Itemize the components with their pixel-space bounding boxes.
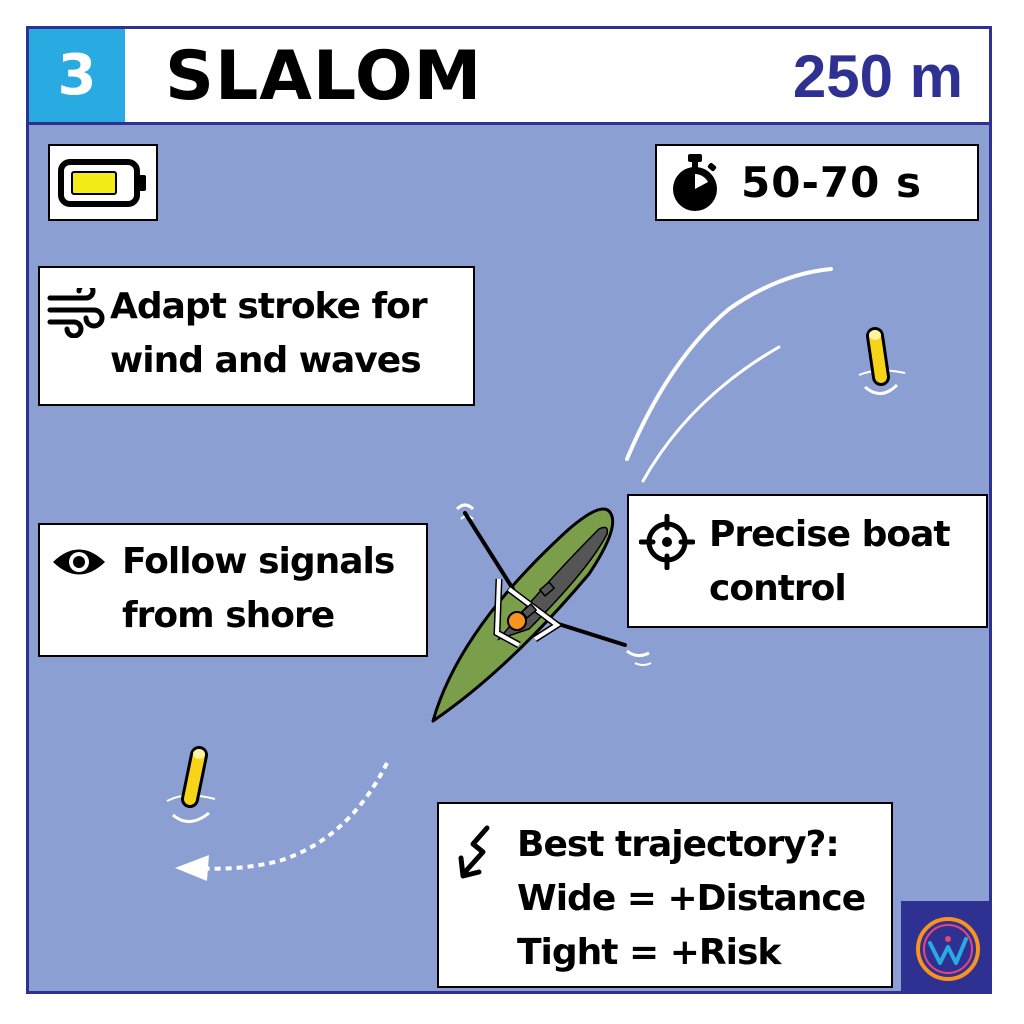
wake-line	[641, 345, 781, 483]
tip-text-line: Tight = +Risk	[517, 932, 781, 973]
brand-logo-box	[901, 901, 989, 991]
brand-logo-icon	[916, 917, 980, 981]
tip-control: Precise boat control	[627, 494, 988, 628]
tip-text-line: from shore	[122, 595, 335, 636]
water-scene	[166, 267, 906, 881]
stopwatch-icon	[673, 154, 717, 211]
stage-title: SLALOM	[165, 37, 483, 116]
trajectory-arrowhead	[175, 855, 209, 881]
tip-text-line: control	[709, 568, 847, 609]
slalom-card: 3 SLALOM 250 m 50-70 s Adapt stroke for …	[26, 26, 992, 994]
tip-text-line: wind and waves	[110, 340, 422, 381]
rowing-boat	[431, 503, 652, 723]
buoy	[166, 746, 216, 823]
duration-box: 50-70 s	[655, 144, 979, 221]
tip-text-line: Precise boat	[709, 514, 951, 555]
stage-distance: 250 m	[792, 43, 963, 110]
crosshair-icon	[639, 514, 695, 570]
trajectory-path	[196, 762, 389, 871]
tip-wind: Adapt stroke for wind and waves	[38, 266, 475, 406]
header-bar: 3 SLALOM 250 m	[29, 29, 989, 125]
intensity-box	[48, 144, 158, 221]
tip-text-line: Wide = +Distance	[517, 878, 866, 919]
eye-icon	[53, 549, 105, 575]
tip-text-line: Best trajectory?:	[517, 824, 840, 865]
tip-signals: Follow signals from shore	[38, 523, 428, 657]
wind-icon	[47, 288, 105, 338]
tip-text-line: Adapt stroke for	[110, 286, 428, 327]
tip-text-line: Follow signals	[122, 541, 395, 582]
buoy	[858, 327, 906, 395]
battery-icon	[58, 159, 146, 207]
stage-number-badge: 3	[29, 29, 125, 122]
battery-level-fill	[71, 171, 117, 195]
zigzag-arrow-icon	[458, 825, 490, 879]
tip-trajectory: Best trajectory?: Wide = +Distance Tight…	[437, 802, 893, 988]
duration-value: 50-70 s	[741, 158, 922, 207]
wake-line	[625, 267, 833, 461]
